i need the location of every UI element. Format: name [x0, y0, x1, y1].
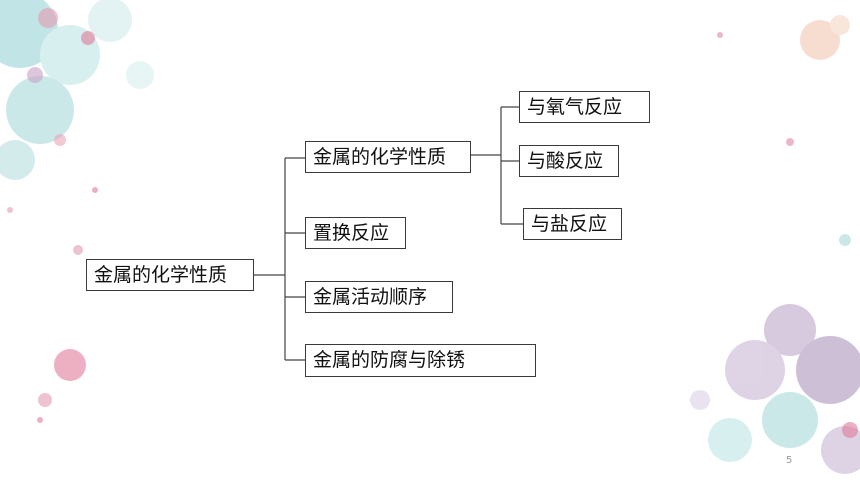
leaf-node-acid: 与酸反应 [519, 145, 619, 177]
branch-node-displacement: 置换反应 [305, 217, 406, 249]
page-number: 5 [786, 455, 793, 466]
root-node: 金属的化学性质 [86, 259, 254, 291]
branch-node-activity-series: 金属活动顺序 [305, 281, 453, 313]
branch-node-corrosion: 金属的防腐与除锈 [305, 344, 536, 377]
leaf-node-oxygen: 与氧气反应 [519, 91, 650, 123]
leaf-node-salt: 与盐反应 [523, 208, 622, 240]
branch-node-chemical-properties: 金属的化学性质 [305, 141, 471, 173]
